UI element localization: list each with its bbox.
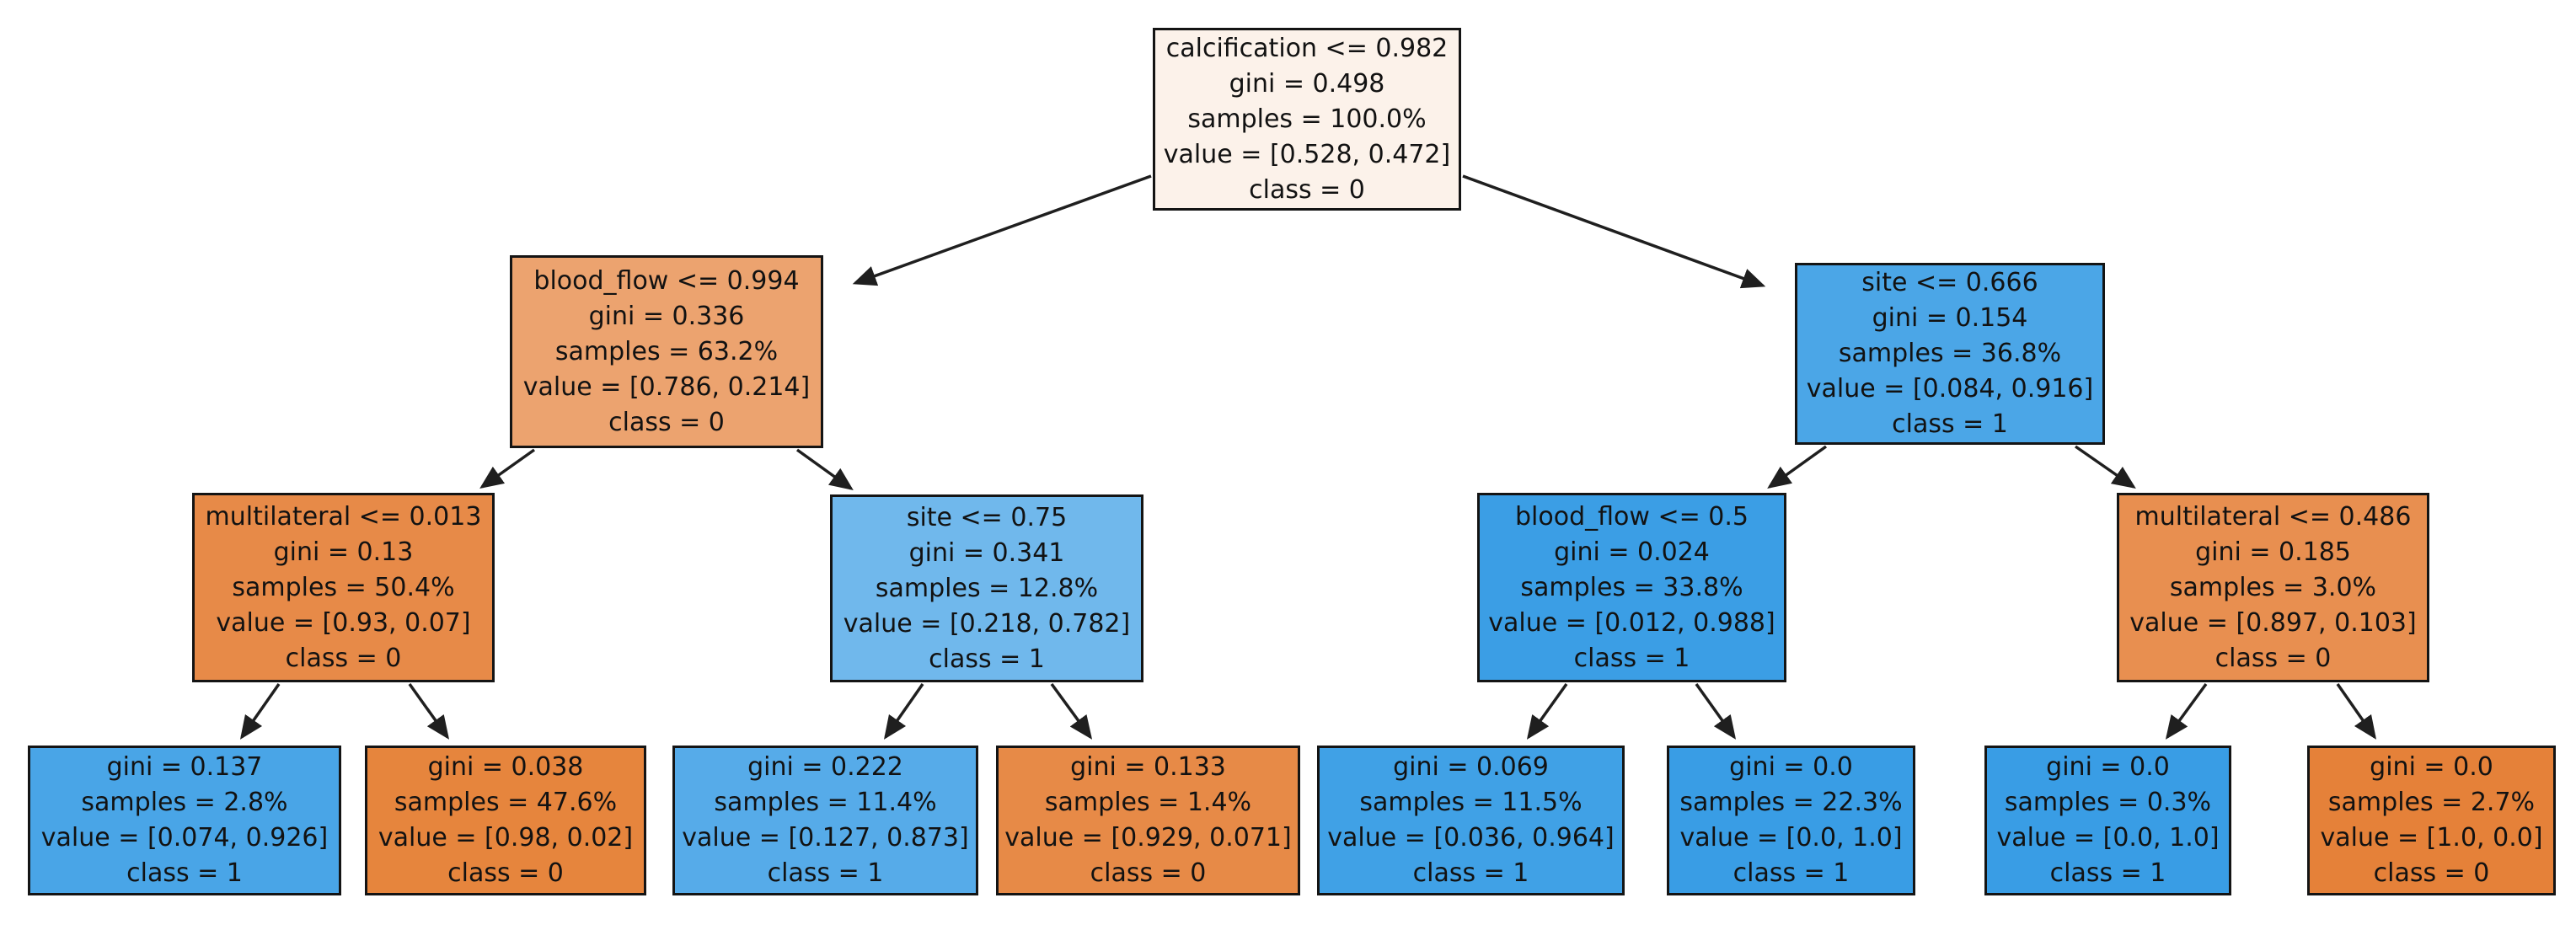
- gini-value: gini = 0.0: [1729, 752, 1853, 782]
- samples-value: samples = 11.5%: [1359, 788, 1583, 817]
- gini-value: gini = 0.498: [1229, 68, 1385, 99]
- class-label: class = 0: [1090, 858, 1207, 888]
- samples-value: samples = 2.7%: [2327, 788, 2536, 817]
- value-distribution: value = [0.98, 0.02]: [378, 823, 634, 852]
- gini-value: gini = 0.13: [273, 537, 414, 567]
- tree-node-depth1-right: site <= 0.666 gini = 0.154 samples = 36.…: [1795, 263, 2105, 445]
- split-condition: site <= 0.666: [1861, 268, 2038, 297]
- edge-node4-leaf8: [2336, 682, 2377, 740]
- split-condition: blood_flow <= 0.994: [533, 265, 800, 296]
- value-distribution: value = [0.012, 0.988]: [1488, 607, 1775, 638]
- tree-node-root: calcification <= 0.982 gini = 0.498 samp…: [1153, 28, 1461, 211]
- tree-node-depth2-node3: blood_flow <= 0.5 gini = 0.024 samples =…: [1477, 493, 1786, 682]
- split-condition: blood_flow <= 0.5: [1515, 501, 1749, 532]
- tree-leaf-5: gini = 0.069 samples = 11.5% value = [0.…: [1317, 746, 1625, 895]
- class-label: class = 0: [2373, 858, 2490, 888]
- edge-root-depth1-left: [852, 174, 1152, 286]
- samples-value: samples = 36.8%: [1838, 339, 2062, 368]
- class-label: class = 1: [767, 858, 884, 888]
- samples-value: samples = 0.3%: [2004, 788, 2212, 817]
- samples-value: samples = 12.8%: [875, 573, 1099, 603]
- value-distribution: value = [0.786, 0.214]: [522, 371, 811, 402]
- class-label: class = 1: [1892, 409, 2008, 439]
- tree-node-depth2-node4: multilateral <= 0.486 gini = 0.185 sampl…: [2117, 493, 2429, 682]
- class-label: class = 1: [126, 858, 243, 888]
- samples-value: samples = 50.4%: [232, 572, 455, 602]
- samples-value: samples = 100.0%: [1187, 104, 1427, 134]
- gini-value: gini = 0.0: [2046, 752, 2170, 782]
- edge-depth1L-node1: [479, 448, 536, 489]
- tree-leaf-7: gini = 0.0 samples = 0.3% value = [0.0, …: [1984, 746, 2231, 895]
- edge-node1-leaf2: [408, 682, 450, 740]
- gini-value: gini = 0.336: [588, 301, 745, 331]
- edge-node2-leaf4: [1050, 682, 1093, 740]
- value-distribution: value = [0.897, 0.103]: [2129, 607, 2417, 638]
- gini-value: gini = 0.185: [2195, 537, 2351, 567]
- edge-node4-leaf7: [2165, 682, 2208, 740]
- split-condition: site <= 0.75: [906, 502, 1068, 532]
- value-distribution: value = [0.127, 0.873]: [682, 823, 969, 852]
- edge-node3-leaf6: [1695, 682, 1737, 740]
- edge-node1-leaf1: [239, 682, 281, 740]
- tree-node-depth2-node1: multilateral <= 0.013 gini = 0.13 sample…: [192, 493, 495, 682]
- samples-value: samples = 11.4%: [714, 788, 937, 817]
- class-label: class = 0: [285, 643, 402, 673]
- edge-depth1R-node3: [1767, 445, 1828, 489]
- split-condition: multilateral <= 0.486: [2134, 501, 2412, 532]
- value-distribution: value = [0.036, 0.964]: [1327, 823, 1615, 852]
- edge-root-depth1-right: [1462, 174, 1766, 289]
- class-label: class = 1: [1573, 643, 1690, 673]
- class-label: class = 0: [608, 407, 725, 437]
- class-label: class = 1: [2049, 858, 2166, 888]
- samples-value: samples = 3.0%: [2169, 572, 2377, 602]
- gini-value: gini = 0.069: [1393, 752, 1549, 782]
- samples-value: samples = 22.3%: [1679, 788, 1903, 817]
- class-label: class = 1: [1412, 858, 1529, 888]
- value-distribution: value = [0.93, 0.07]: [216, 607, 471, 638]
- class-label: class = 1: [1733, 858, 1850, 888]
- tree-node-depth1-left: blood_flow <= 0.994 gini = 0.336 samples…: [510, 255, 823, 448]
- gini-value: gini = 0.038: [427, 752, 584, 782]
- gini-value: gini = 0.154: [1872, 303, 2028, 333]
- edge-node2-leaf3: [883, 682, 924, 740]
- split-condition: multilateral <= 0.013: [205, 501, 482, 532]
- split-condition: calcification <= 0.982: [1165, 33, 1449, 63]
- class-label: class = 0: [2215, 643, 2332, 673]
- value-distribution: value = [0.0, 1.0]: [1996, 823, 2220, 852]
- value-distribution: value = [0.218, 0.782]: [843, 608, 1131, 639]
- samples-value: samples = 33.8%: [1520, 572, 1743, 602]
- edge-depth1R-node4: [2075, 445, 2136, 489]
- tree-node-depth2-node2: site <= 0.75 gini = 0.341 samples = 12.8…: [830, 494, 1143, 682]
- edge-depth1L-node2: [795, 448, 854, 491]
- samples-value: samples = 2.8%: [81, 788, 288, 817]
- gini-value: gini = 0.024: [1554, 537, 1710, 567]
- class-label: class = 0: [1249, 174, 1365, 205]
- tree-leaf-4: gini = 0.133 samples = 1.4% value = [0.9…: [996, 746, 1300, 895]
- tree-leaf-6: gini = 0.0 samples = 22.3% value = [0.0,…: [1667, 746, 1915, 895]
- samples-value: samples = 47.6%: [394, 788, 618, 817]
- value-distribution: value = [0.0, 1.0]: [1679, 823, 1903, 852]
- tree-leaf-2: gini = 0.038 samples = 47.6% value = [0.…: [365, 746, 646, 895]
- samples-value: samples = 63.2%: [554, 336, 779, 366]
- edge-node3-leaf5: [1526, 682, 1568, 740]
- tree-leaf-1: gini = 0.137 samples = 2.8% value = [0.0…: [28, 746, 341, 895]
- tree-leaf-8: gini = 0.0 samples = 2.7% value = [1.0, …: [2307, 746, 2556, 895]
- samples-value: samples = 1.4%: [1044, 788, 1252, 817]
- class-label: class = 1: [929, 644, 1045, 674]
- gini-value: gini = 0.0: [2370, 752, 2493, 782]
- value-distribution: value = [1.0, 0.0]: [2320, 823, 2543, 852]
- tree-leaf-3: gini = 0.222 samples = 11.4% value = [0.…: [672, 746, 978, 895]
- value-distribution: value = [0.084, 0.916]: [1806, 374, 2094, 404]
- value-distribution: value = [0.929, 0.071]: [1004, 823, 1292, 852]
- value-distribution: value = [0.074, 0.926]: [40, 823, 329, 852]
- gini-value: gini = 0.222: [747, 752, 903, 782]
- gini-value: gini = 0.341: [908, 537, 1065, 568]
- gini-value: gini = 0.137: [106, 752, 263, 782]
- gini-value: gini = 0.133: [1070, 752, 1226, 782]
- value-distribution: value = [0.528, 0.472]: [1163, 139, 1451, 169]
- class-label: class = 0: [447, 858, 564, 888]
